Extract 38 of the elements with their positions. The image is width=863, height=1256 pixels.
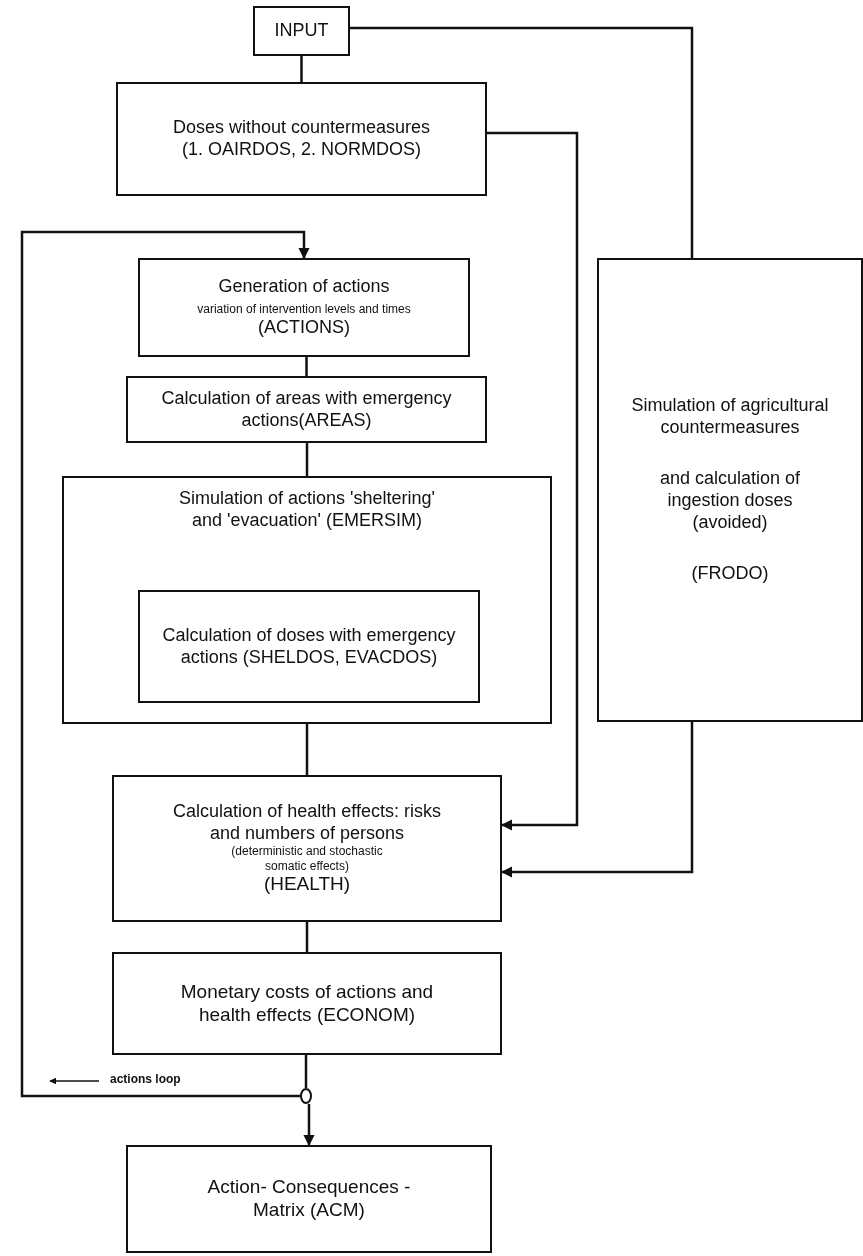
arrow xyxy=(303,1104,315,1147)
process-box xyxy=(116,82,487,196)
process-box xyxy=(597,258,863,722)
box-title: Simulation of agricultural countermeasures xyxy=(630,395,830,439)
box-title: Action- Consequences - Matrix (ACM) xyxy=(206,1176,412,1222)
junction-circle xyxy=(300,1088,312,1104)
box-title: Calculation of areas with emergency actions(AREAS) xyxy=(160,387,453,432)
box-text: (deterministic and stochastic somatic effects) xyxy=(230,844,384,874)
connector-line xyxy=(305,922,309,952)
connector-line xyxy=(305,443,309,476)
process-box xyxy=(138,590,480,703)
arrow xyxy=(20,230,310,1098)
box-title: Calculation of health effects: risks and numbers of persons xyxy=(172,801,442,845)
connector-line xyxy=(300,56,303,82)
connector-line xyxy=(304,1055,308,1088)
box-text: and calculation of ingestion doses (avoided) xyxy=(658,468,802,534)
box-text: (FRODO) xyxy=(691,563,769,585)
box-title: INPUT xyxy=(274,20,329,42)
box-text: (ACTIONS) xyxy=(258,317,350,338)
arrow xyxy=(487,131,579,831)
box-title: Doses without countermeasures (1. OAIRDOS, 2. NORMDOS) xyxy=(171,117,432,161)
process-box xyxy=(112,775,502,922)
box-title: Calculation of doses with emergency actions (SHELDOS, EVACDOS) xyxy=(161,624,457,669)
connector-line xyxy=(305,724,309,775)
connector-line xyxy=(350,26,694,258)
process-box xyxy=(112,952,502,1055)
process-box xyxy=(62,476,552,724)
process-box xyxy=(253,6,350,56)
box-text: variation of intervention levels and times xyxy=(197,301,411,316)
process-box xyxy=(126,1145,492,1253)
box-title: Monetary costs of actions and health effects (ECONOM) xyxy=(179,980,435,1027)
box-text: (HEALTH) xyxy=(263,873,351,896)
box-title: Simulation of actions 'sheltering' and 'evacuation' (EMERSIM) xyxy=(178,488,436,532)
edge-label: actions loop xyxy=(110,1072,181,1086)
box-title: Generation of actions xyxy=(218,276,390,298)
process-box xyxy=(126,376,487,443)
connector-line xyxy=(305,357,308,376)
process-box xyxy=(138,258,470,357)
